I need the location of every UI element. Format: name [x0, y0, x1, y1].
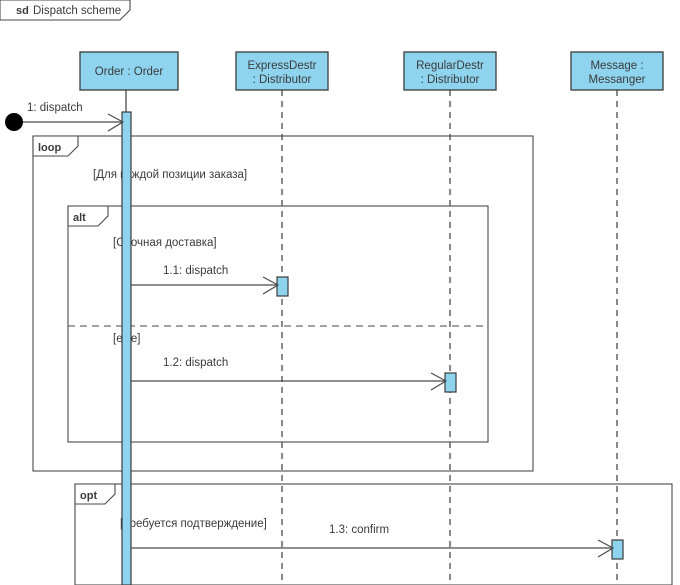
fragment-loop[interactable]: loop [Для каждой позиции заказа] — [32, 135, 534, 472]
frame-kind-label: sd — [16, 5, 29, 17]
lifeline-head-box[interactable] — [403, 51, 497, 91]
order-activation-bar[interactable] — [121, 111, 132, 585]
diagram-frame-tab: sd Dispatch scheme — [0, 0, 131, 21]
message-label: 1.2: dispatch — [163, 357, 228, 369]
fragment-opt-operator: opt — [80, 490, 97, 502]
fragment-loop-guard: [Для каждой позиции заказа] — [93, 169, 247, 181]
fragment-alt-border[interactable] — [67, 205, 489, 443]
fragment-opt-guard: [Требуется подтверждение] — [120, 518, 267, 530]
messenger-activation-bar[interactable] — [611, 539, 624, 560]
lifeline-head-box[interactable] — [79, 51, 179, 91]
lifeline-label-line1: Order : Order — [95, 66, 164, 78]
message-arrowhead — [107, 113, 125, 132]
message-label: 1: dispatch — [27, 102, 83, 114]
fragment-loop-operator: loop — [38, 142, 61, 154]
message-label: 1.3: confirm — [329, 524, 389, 536]
fragment-opt-tab — [74, 483, 116, 505]
message-1-1-dispatch[interactable]: 1.1: dispatch — [131, 265, 280, 295]
lifeline-label-line2: : Distributor — [421, 74, 480, 86]
lifeline-label-line1: ExpressDestr — [247, 60, 316, 72]
lifeline-regulardestr[interactable]: RegularDestr : Distributor — [403, 51, 497, 585]
fragment-loop-border[interactable] — [32, 135, 534, 472]
fragment-opt[interactable]: opt [Требуется подтверждение] — [74, 483, 673, 585]
fragment-opt-border[interactable] — [74, 483, 673, 585]
message-1-3-confirm[interactable]: 1.3: confirm — [131, 524, 615, 558]
fragment-alt-operator: alt — [73, 212, 86, 224]
message-arrowhead — [262, 276, 280, 295]
found-message-start-dot — [5, 113, 23, 131]
message-arrowhead — [597, 539, 615, 558]
message-arrowhead — [430, 372, 448, 391]
lifeline-label-line1: Message : — [590, 60, 643, 72]
fragment-alt-tab — [67, 205, 109, 227]
expressdestr-activation-bar[interactable] — [276, 276, 289, 297]
lifeline-label-line2: : Distributor — [253, 74, 312, 86]
lifeline-label-line1: RegularDestr — [416, 60, 484, 72]
regulardestr-activation-bar[interactable] — [444, 372, 457, 393]
frame-tab-shape — [0, 0, 131, 21]
fragment-loop-tab — [32, 135, 79, 157]
frame-title-label: Dispatch scheme — [33, 5, 121, 17]
lifeline-order[interactable]: Order : Order — [79, 51, 179, 585]
message-1-2-dispatch[interactable]: 1.2: dispatch — [131, 357, 448, 391]
message-label: 1.1: dispatch — [163, 265, 228, 277]
lifeline-expressdestr[interactable]: ExpressDestr : Distributor — [235, 51, 329, 585]
message-1-dispatch[interactable]: 1: dispatch — [5, 102, 125, 132]
fragment-alt-guard: [Срочная доставка] — [113, 237, 217, 249]
lifeline-messenger[interactable]: Message : Messanger — [570, 51, 664, 585]
lifeline-label-line2: Messanger — [589, 74, 646, 86]
